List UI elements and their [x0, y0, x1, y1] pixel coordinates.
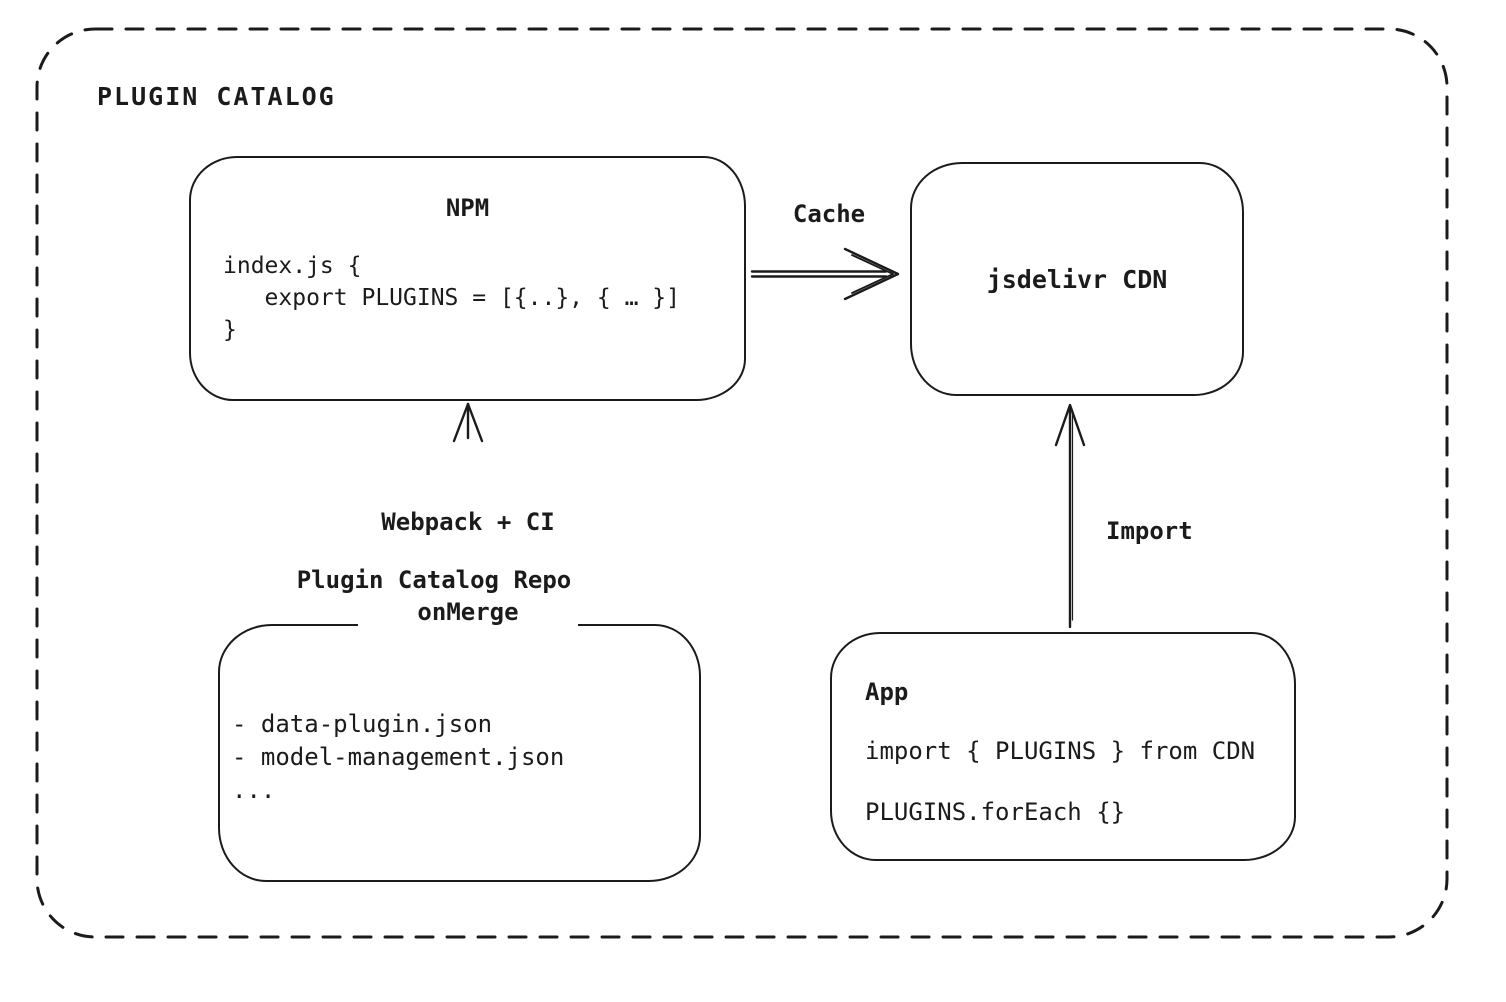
repo-file-list: - data-plugin.json - model-management.js…	[220, 626, 699, 807]
repo-file-item: - data-plugin.json	[232, 710, 493, 738]
build-arrow-label-line2: onMerge	[417, 598, 519, 626]
repo-file-item: ...	[232, 776, 276, 804]
import-arrow	[1054, 403, 1086, 629]
app-node: App import { PLUGINS } from CDN PLUGINS.…	[830, 632, 1296, 861]
import-arrow-label: Import	[1106, 517, 1193, 545]
npm-code-line: export PLUGINS = [{..}, { … }]	[223, 285, 680, 311]
repo-file-item: - model-management.json	[232, 743, 565, 771]
app-code-line: import { PLUGINS } from CDN	[865, 737, 1256, 765]
app-code-line: PLUGINS.forEach {}	[865, 798, 1126, 826]
app-node-title: App	[865, 678, 909, 706]
build-arrow-label-line1: Webpack + CI	[381, 508, 555, 536]
npm-node-title: NPM	[445, 194, 490, 222]
catalog-frame-title: PLUGIN CATALOG	[97, 82, 336, 111]
npm-code-line: }	[223, 317, 237, 343]
npm-code-line: index.js {	[223, 253, 362, 279]
catalog-frame-border	[35, 27, 1449, 939]
cache-arrow-label: Cache	[779, 200, 879, 228]
cdn-node: jsdelivr CDN	[910, 162, 1244, 396]
npm-node: NPM index.js { export PLUGINS = [{..}, {…	[189, 156, 746, 401]
npm-code-block: index.js { export PLUGINS = [{..}, { … }…	[191, 250, 744, 346]
repo-node-title: Plugin Catalog Repo	[296, 566, 572, 594]
cache-arrow	[750, 247, 900, 301]
cdn-node-title: jsdelivr CDN	[986, 264, 1168, 294]
build-arrow-label: Webpack + CI onMerge	[358, 447, 578, 687]
